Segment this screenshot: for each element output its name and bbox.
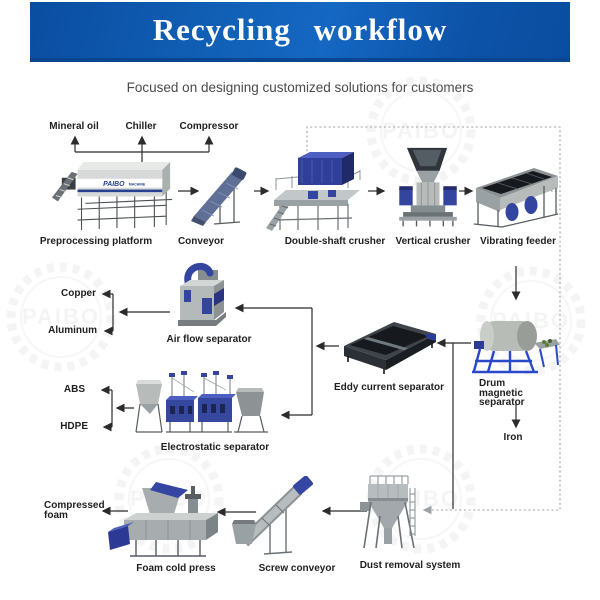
label-copper: Copper xyxy=(61,288,96,299)
dust-duct-path xyxy=(306,126,561,515)
label-electrostatic-separator: Electrostatic separator xyxy=(160,442,270,453)
dust-removal-system-illustration xyxy=(360,475,416,549)
label-vertical-crusher: Vertical crusher xyxy=(395,236,471,247)
screw-conveyor-illustration xyxy=(232,476,313,555)
label-compressed-foam: Compressed foam xyxy=(44,500,105,521)
preprocessing-platform-illustration: PAIBO MACHINE xyxy=(51,162,173,230)
label-double-shaft-crusher: Double-shaft crusher xyxy=(284,236,386,247)
label-iron: Iron xyxy=(503,432,523,443)
electrostatic-separator-illustration xyxy=(135,371,268,433)
label-mineral-oil: Mineral oil xyxy=(49,121,99,132)
watermark-text: PAIBO xyxy=(22,304,100,329)
air-flow-separator-illustration xyxy=(178,262,226,326)
label-vibrating-feeder: Vibrating feeder xyxy=(480,236,556,247)
label-drum-magnetic-separator: Drum magnetic separator xyxy=(479,378,525,408)
label-abs: ABS xyxy=(63,384,85,395)
label-preprocessing-platform: Preprocessing platform xyxy=(39,236,153,247)
paibo-watermark: PAIBO xyxy=(366,76,476,186)
machine-logo-suffix: MACHINE xyxy=(129,183,146,187)
machine-logo: PAIBO xyxy=(103,181,125,188)
solid-flow-lines xyxy=(70,135,521,517)
drum-magnetic-separator-illustration xyxy=(472,321,560,374)
paibo-watermark: PAIBO xyxy=(6,262,116,372)
watermark-text: PAIBO xyxy=(382,118,460,143)
conveyor-illustration xyxy=(191,167,247,226)
label-foam-cold-press: Foam cold press xyxy=(136,563,216,574)
label-dust-removal-system: Dust removal system xyxy=(359,560,461,571)
label-eddy-current-separator: Eddy current separator xyxy=(333,382,445,393)
page-subtitle: Focused on designing customized solution… xyxy=(126,80,474,95)
label-aluminum: Aluminum xyxy=(48,325,97,336)
page-title: Recycling workflow xyxy=(152,12,448,47)
label-chiller: Chiller xyxy=(125,121,157,132)
label-conveyor: Conveyor xyxy=(177,236,225,247)
dust-duct-lines xyxy=(306,126,561,515)
vertical-crusher-illustration xyxy=(399,147,457,227)
eddy-current-separator-illustration xyxy=(344,322,436,374)
foam-cold-press-illustration xyxy=(108,482,218,557)
header-banner: Recycling workflow xyxy=(30,2,570,62)
double-shaft-crusher-illustration xyxy=(266,152,361,231)
label-air-flow-separator: Air flow separator xyxy=(166,334,252,345)
label-compressor: Compressor xyxy=(179,121,239,132)
label-screw-conveyor: Screw conveyor xyxy=(258,563,336,574)
vibrating-feeder-illustration xyxy=(473,168,559,228)
label-hdpe: HDPE xyxy=(60,421,88,432)
